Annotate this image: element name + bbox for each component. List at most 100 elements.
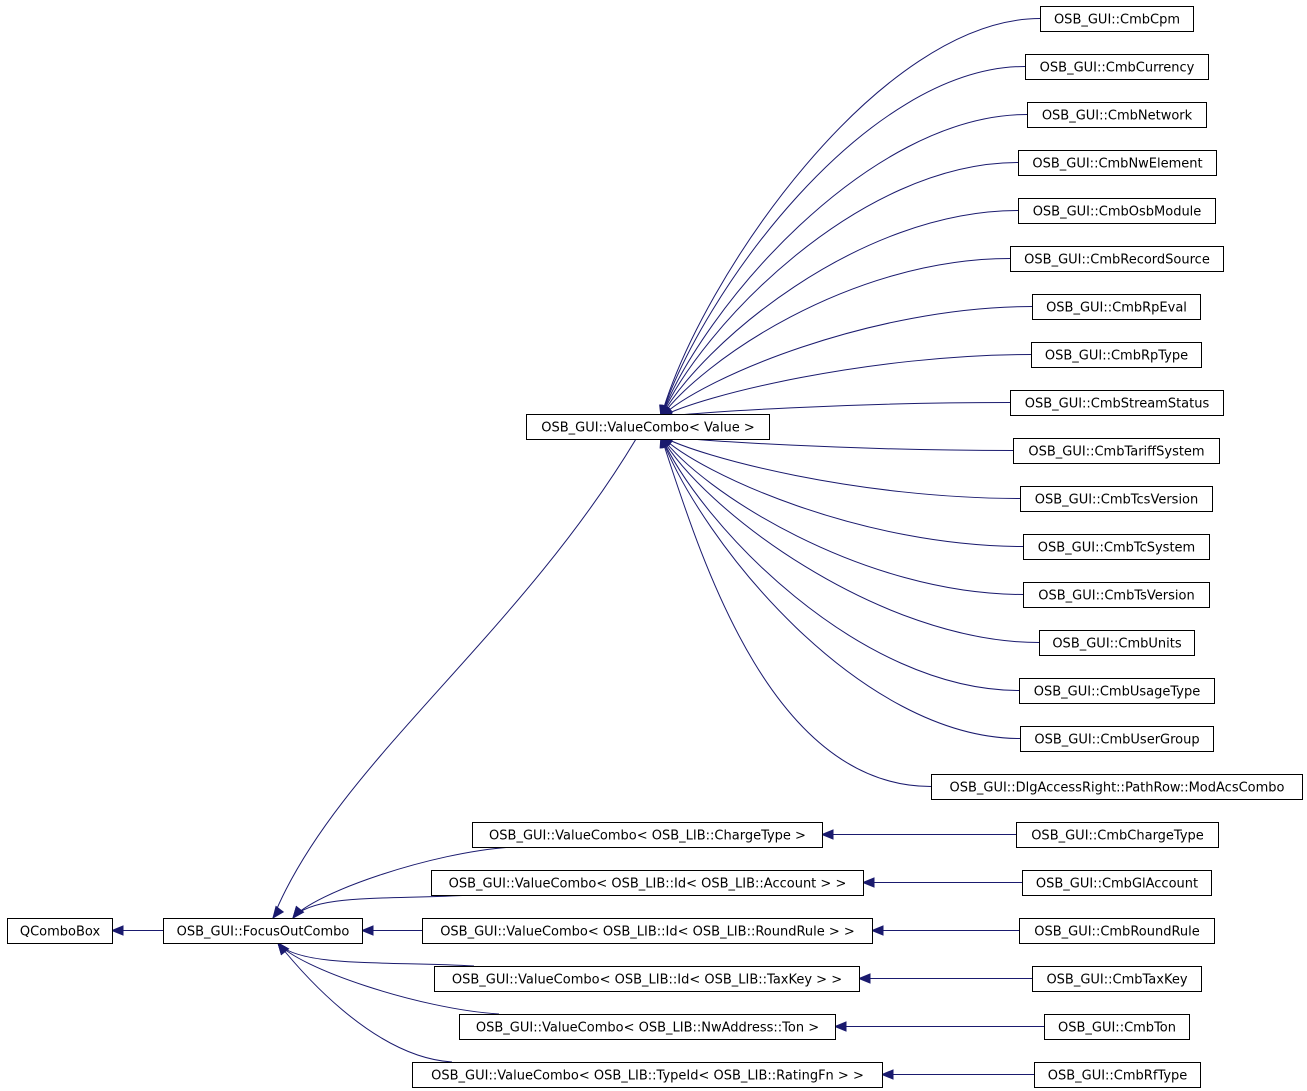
class-node-box (1010, 246, 1224, 272)
class-node-vc_account[interactable]: OSB_GUI::ValueCombo< OSB_LIB::Id< OSB_LI… (431, 870, 864, 896)
inheritance-edge (660, 435, 1024, 547)
class-node-cmbcurrency[interactable]: OSB_GUI::CmbCurrency (1025, 54, 1209, 80)
class-node-box (1025, 54, 1209, 80)
inheritance-edge (660, 18, 1041, 418)
inheritance-edge (292, 894, 472, 919)
arrow-head (861, 877, 875, 888)
class-node-box (1027, 102, 1207, 128)
class-node-box (7, 918, 113, 944)
class-node-vc_value[interactable]: OSB_GUI::ValueCombo< Value > (526, 414, 770, 440)
class-node-label: OSB_GUI::CmbRpEval (1046, 301, 1187, 316)
inheritance-edge (660, 354, 1032, 418)
class-node-cmbtsversion[interactable]: OSB_GUI::CmbTsVersion (1023, 582, 1210, 608)
class-node-label: OSB_GUI::CmbRecordSource (1024, 253, 1210, 268)
class-node-cmbtcsystem[interactable]: OSB_GUI::CmbTcSystem (1023, 534, 1210, 560)
class-node-box (931, 774, 1303, 800)
class-node-label: OSB_GUI::CmbGlAccount (1036, 877, 1198, 892)
class-node-cmbrecordsource[interactable]: OSB_GUI::CmbRecordSource (1010, 246, 1224, 272)
class-node-box (1013, 438, 1220, 464)
class-node-label: OSB_GUI::CmbChargeType (1031, 829, 1204, 844)
class-node-box (1019, 678, 1215, 704)
arrow-head (820, 829, 834, 840)
inheritance-edge (660, 435, 1040, 643)
inheritance-edge (277, 942, 500, 1015)
class-node-label: OSB_GUI::CmbUserGroup (1034, 733, 1199, 748)
class-node-focusoutcombo[interactable]: OSB_GUI::FocusOutCombo (163, 918, 363, 944)
class-node-vc_ton[interactable]: OSB_GUI::ValueCombo< OSB_LIB::NwAddress:… (459, 1014, 836, 1040)
inheritance-edge (660, 210, 1019, 418)
class-node-cmbnwelement[interactable]: OSB_GUI::CmbNwElement (1018, 150, 1217, 176)
class-node-box (459, 1014, 836, 1040)
class-node-cmbcpm[interactable]: OSB_GUI::CmbCpm (1040, 6, 1194, 32)
class-node-vc_roundrule[interactable]: OSB_GUI::ValueCombo< OSB_LIB::Id< OSB_LI… (422, 918, 873, 944)
edges-layer (110, 18, 1044, 1080)
inheritance-edge (660, 306, 1033, 418)
arrow-head (277, 941, 290, 956)
class-node-label: OSB_GUI::CmbRfType (1048, 1069, 1188, 1084)
class-node-cmbtcsversion[interactable]: OSB_GUI::CmbTcsVersion (1020, 486, 1213, 512)
class-node-modacscombo[interactable]: OSB_GUI::DlgAccessRight::PathRow::ModAcs… (931, 774, 1303, 800)
class-node-box (163, 918, 363, 944)
class-node-box (1020, 726, 1214, 752)
class-node-cmbtaxkey[interactable]: OSB_GUI::CmbTaxKey (1032, 966, 1202, 992)
class-node-box (1010, 390, 1224, 416)
class-node-cmbton[interactable]: OSB_GUI::CmbTon (1044, 1014, 1190, 1040)
inheritance-edge (660, 435, 1021, 499)
class-node-label: OSB_GUI::CmbTcsVersion (1035, 493, 1199, 508)
class-node-label: OSB_GUI::CmbTon (1058, 1021, 1176, 1036)
class-node-cmbnetwork[interactable]: OSB_GUI::CmbNetwork (1027, 102, 1207, 128)
class-node-label: OSB_GUI::CmbTaxKey (1046, 973, 1187, 988)
inheritance-edge (660, 435, 1021, 739)
class-node-cmbstreamstatus[interactable]: OSB_GUI::CmbStreamStatus (1010, 390, 1224, 416)
class-node-cmbchargetype[interactable]: OSB_GUI::CmbChargeType (1016, 822, 1219, 848)
inheritance-edge (660, 435, 1020, 691)
class-node-cmbosbmodule[interactable]: OSB_GUI::CmbOsbModule (1018, 198, 1216, 224)
class-node-label: OSB_GUI::CmbStreamStatus (1025, 397, 1210, 412)
arrow-head (110, 925, 124, 936)
class-node-label: OSB_GUI::CmbRpType (1045, 349, 1188, 364)
class-node-label: OSB_GUI::ValueCombo< OSB_LIB::Id< OSB_LI… (440, 925, 855, 940)
inheritance-edge (272, 438, 637, 919)
class-node-label: OSB_GUI::CmbRoundRule (1034, 925, 1200, 940)
class-node-box (1019, 918, 1215, 944)
class-node-box (526, 414, 770, 440)
class-node-label: OSB_GUI::CmbUnits (1052, 637, 1182, 652)
class-node-label: OSB_GUI::CmbCurrency (1040, 61, 1195, 76)
arrow-head (870, 925, 884, 936)
class-node-box (1020, 486, 1213, 512)
class-node-label: QComboBox (20, 925, 101, 940)
class-node-cmbunits[interactable]: OSB_GUI::CmbUnits (1039, 630, 1195, 656)
class-node-label: OSB_GUI::ValueCombo< OSB_LIB::TypeId< OS… (431, 1069, 864, 1084)
class-node-box (412, 1062, 883, 1088)
class-node-label: OSB_GUI::ValueCombo< Value > (541, 421, 754, 436)
class-node-box (431, 870, 864, 896)
class-node-box (1031, 342, 1202, 368)
class-node-box (1034, 1062, 1201, 1088)
inheritance-edge (660, 258, 1011, 418)
arrow-head (292, 905, 305, 920)
class-node-cmbroundrule[interactable]: OSB_GUI::CmbRoundRule (1019, 918, 1215, 944)
class-node-label: OSB_GUI::CmbNwElement (1032, 157, 1202, 172)
class-node-vc_ratingfn[interactable]: OSB_GUI::ValueCombo< OSB_LIB::TypeId< OS… (412, 1062, 883, 1088)
inheritance-edge (660, 162, 1019, 418)
class-node-box (1040, 6, 1194, 32)
class-node-cmbusergroup[interactable]: OSB_GUI::CmbUserGroup (1020, 726, 1214, 752)
class-node-vc_chargetype[interactable]: OSB_GUI::ValueCombo< OSB_LIB::ChargeType… (472, 822, 823, 848)
class-node-cmbrpeval[interactable]: OSB_GUI::CmbRpEval (1032, 294, 1201, 320)
class-node-cmbglaccount[interactable]: OSB_GUI::CmbGlAccount (1022, 870, 1212, 896)
class-node-cmbtariffsystem[interactable]: OSB_GUI::CmbTariffSystem (1013, 438, 1220, 464)
class-node-cmbrftype[interactable]: OSB_GUI::CmbRfType (1034, 1062, 1201, 1088)
class-node-box (1039, 630, 1195, 656)
arrow-head (272, 905, 285, 920)
inheritance-edge (660, 435, 932, 787)
inheritance-edge (660, 435, 1024, 595)
inheritance-edge (660, 66, 1026, 418)
arrow-head (857, 973, 871, 984)
class-node-label: OSB_GUI::DlgAccessRight::PathRow::ModAcs… (949, 781, 1284, 796)
class-node-cmbusagetype[interactable]: OSB_GUI::CmbUsageType (1019, 678, 1215, 704)
class-node-vc_taxkey[interactable]: OSB_GUI::ValueCombo< OSB_LIB::Id< OSB_LI… (434, 966, 860, 992)
class-node-cmbrptype[interactable]: OSB_GUI::CmbRpType (1031, 342, 1202, 368)
class-node-qcombobox[interactable]: QComboBox (7, 918, 113, 944)
class-node-label: OSB_GUI::ValueCombo< OSB_LIB::ChargeType… (489, 829, 806, 844)
